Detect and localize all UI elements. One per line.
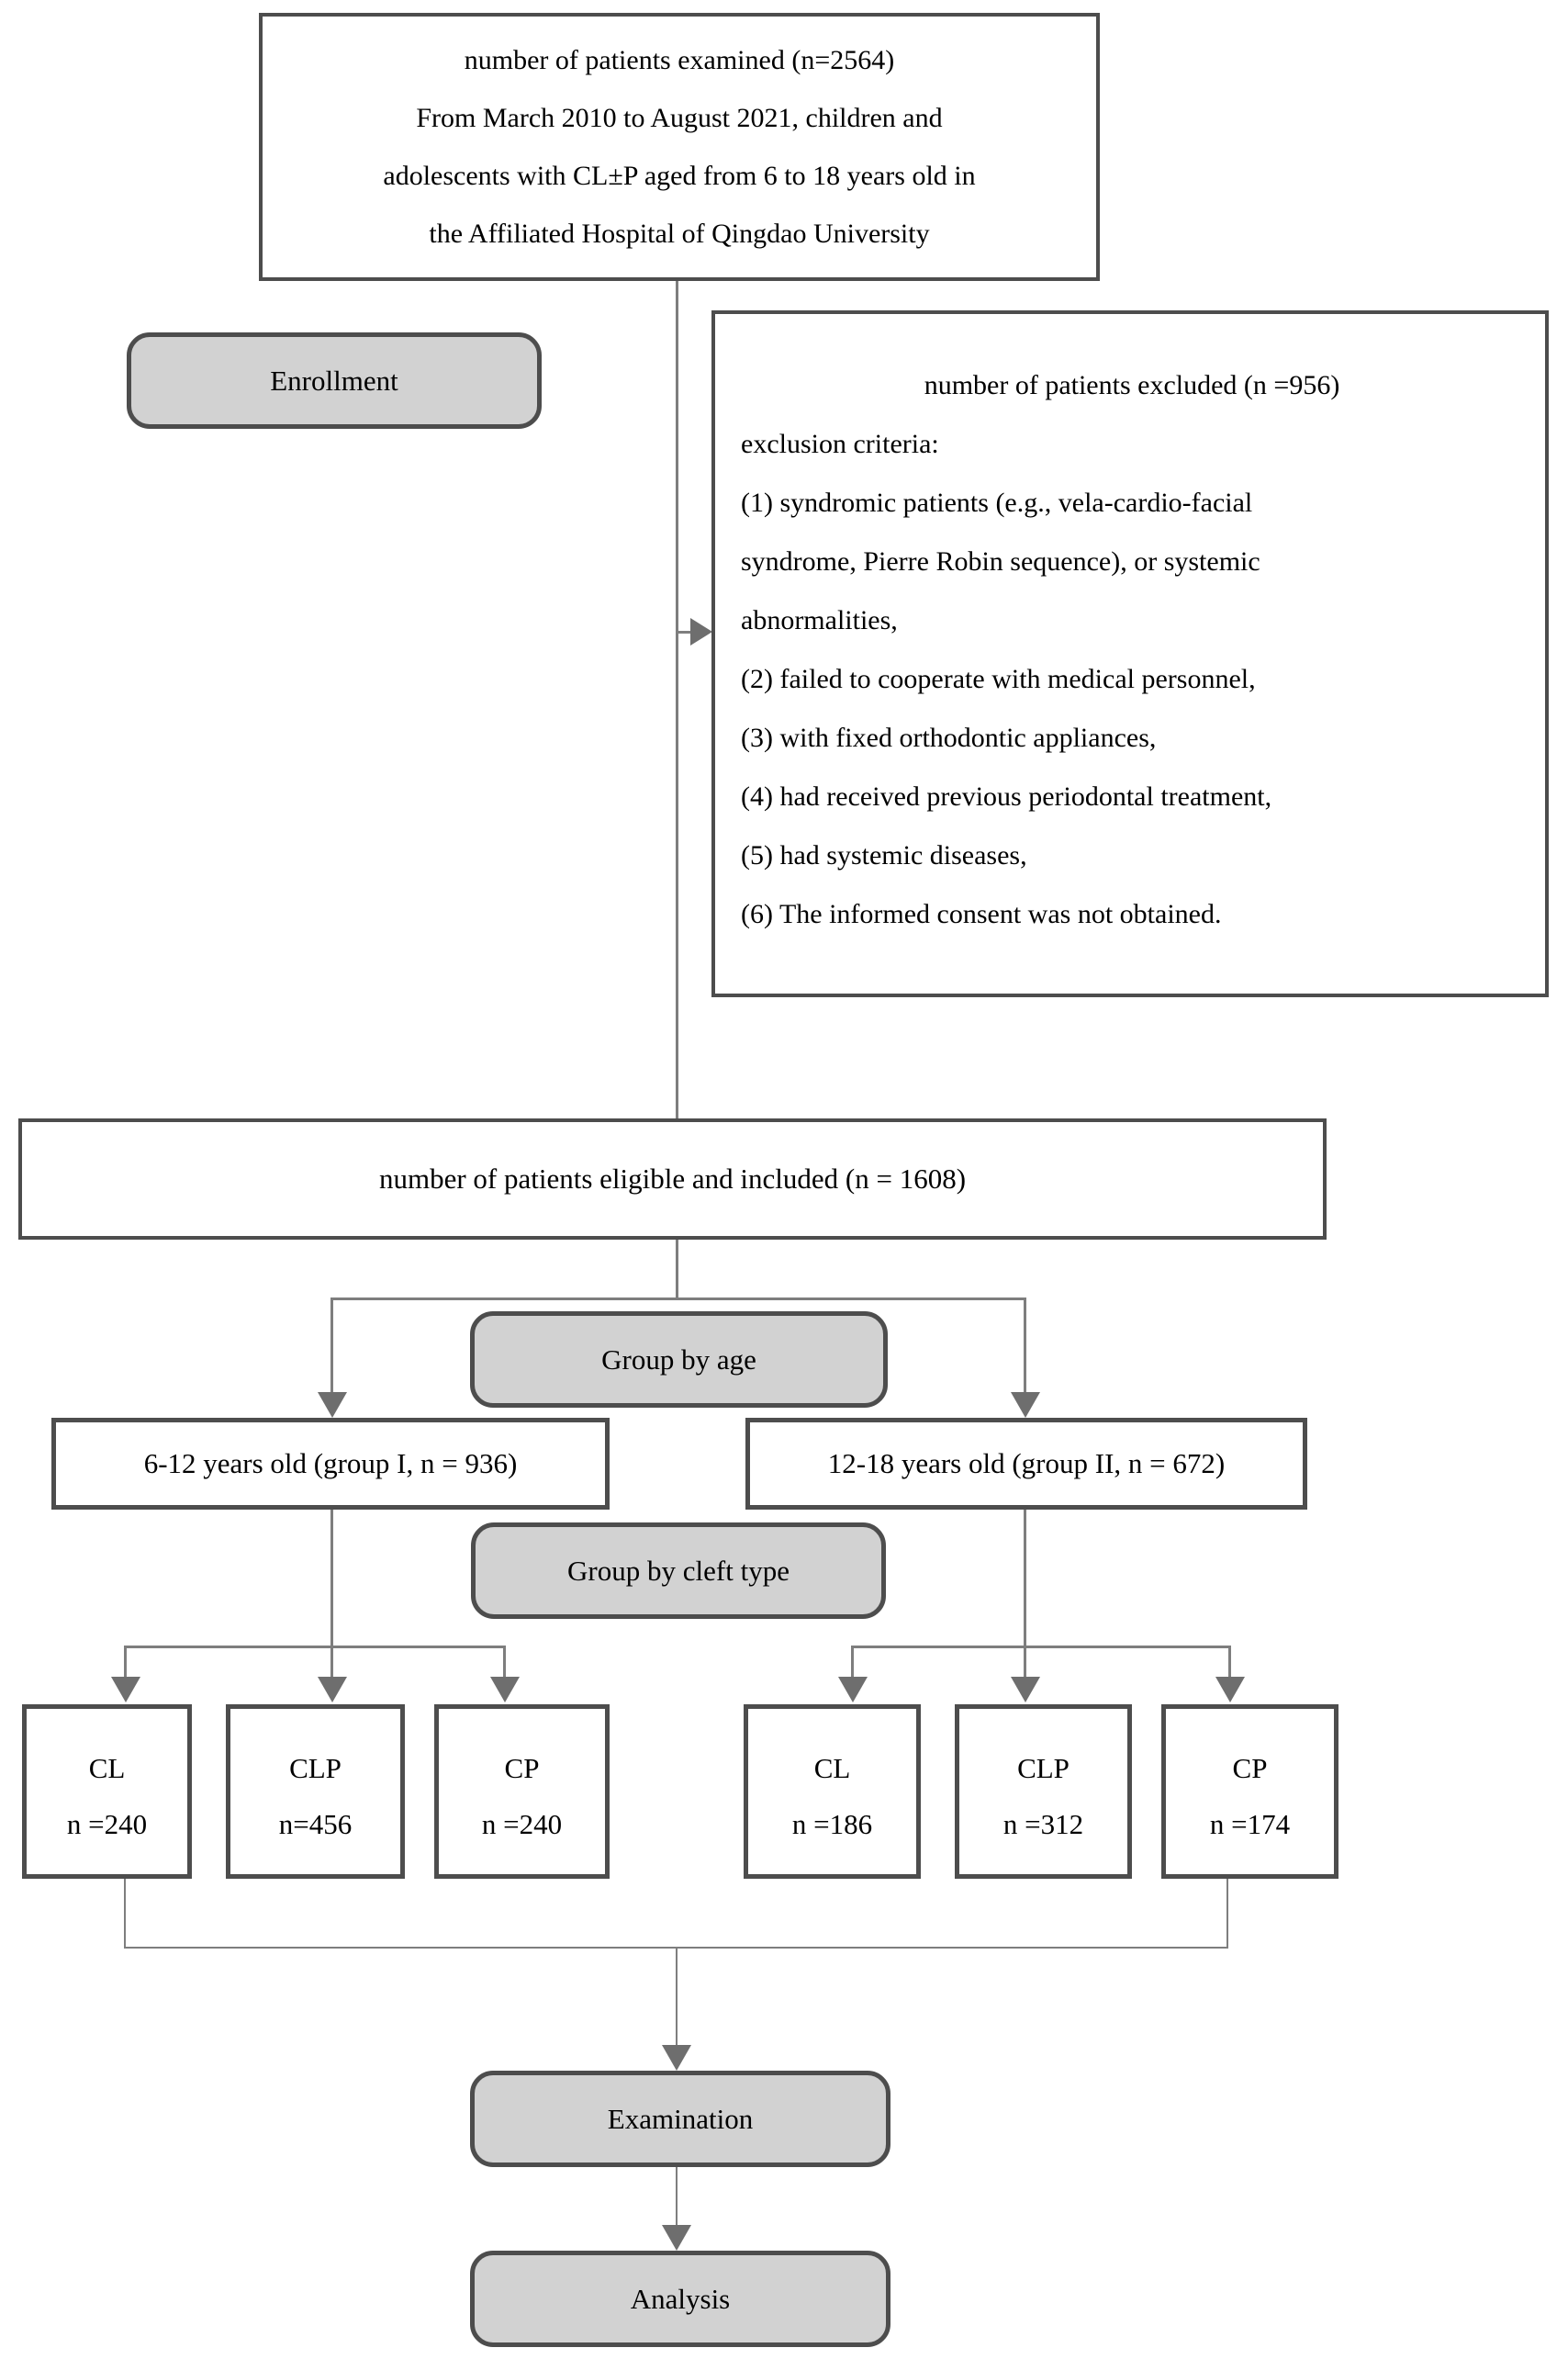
group2-cl-n: n =186 [791, 1808, 873, 1840]
group2-clp-type: CLP [1017, 1752, 1070, 1784]
connector-top-to-eligible [676, 281, 678, 1118]
eligible-box: number of patients eligible and included… [18, 1118, 1327, 1240]
cleft-left-drop-1 [124, 1646, 127, 1677]
group1-cl-type: CL [88, 1752, 126, 1784]
examination-to-analysis [676, 2167, 678, 2225]
group1-clp-box: CLP n=456 [226, 1704, 405, 1879]
excluded-box: number of patients excluded (n =956) exc… [711, 310, 1549, 997]
exclusion-item-5: (5) had systemic diseases, [741, 840, 1027, 871]
exclusion-item-4: (4) had received previous periodontal tr… [741, 781, 1272, 812]
group-by-age-box: Group by age [470, 1311, 888, 1408]
cleft-right-drop-3 [1228, 1646, 1231, 1677]
exclusion-item-6: (6) The informed consent was not obtaine… [741, 899, 1222, 929]
age-split-horizontal [330, 1297, 1026, 1300]
examination-label: Examination [607, 2102, 754, 2135]
age-split-left-drop [330, 1297, 333, 1392]
analysis-label: Analysis [630, 2282, 731, 2315]
cleft-split-left-horizontal [124, 1646, 506, 1648]
analysis-stage-box: Analysis [470, 2251, 890, 2347]
merge-right-vertical [1226, 1879, 1228, 1949]
exclusion-item-2: (2) failed to cooperate with medical per… [741, 664, 1256, 694]
group2-box: 12-18 years old (group II, n = 672) [745, 1418, 1307, 1510]
arrowhead-group2-icon [1011, 1392, 1040, 1418]
connector-eligible-to-age-split [676, 1240, 678, 1297]
group2-clp-box: CLP n =312 [955, 1704, 1132, 1879]
exclusion-criteria-heading: exclusion criteria: [741, 429, 939, 459]
arrowhead-l-cp-icon [490, 1677, 520, 1702]
group1-box: 6-12 years old (group I, n = 936) [51, 1418, 610, 1510]
arrowhead-l-clp-icon [318, 1677, 347, 1702]
exclusion-item-1: (1) syndromic patients (e.g., vela-cardi… [741, 488, 1260, 635]
merge-horizontal [124, 1947, 1228, 1949]
arrowhead-r-clp-icon [1011, 1677, 1040, 1702]
group1-clp-type: CLP [289, 1752, 342, 1784]
group1-cp-type: CP [504, 1752, 540, 1784]
arrowhead-group1-icon [318, 1392, 347, 1418]
group-by-cleft-type-label: Group by cleft type [567, 1554, 790, 1587]
group2-clp-n: n =312 [1002, 1808, 1084, 1840]
connector-excluded-shaft [678, 631, 691, 634]
examined-line-4: the Affiliated Hospital of Qingdao Unive… [429, 219, 930, 249]
arrowhead-analysis-icon [662, 2225, 691, 2251]
enrollment-stage-box: Enrollment [127, 332, 542, 429]
group1-cl-n: n =240 [66, 1808, 148, 1840]
group2-cp-type: CP [1232, 1752, 1268, 1784]
excluded-title: number of patients excluded (n =956) [924, 370, 1340, 400]
cleft-left-drop-3 [503, 1646, 506, 1677]
group1-to-cleft-drop [330, 1510, 333, 1677]
group1-cp-box: CP n =240 [434, 1704, 610, 1879]
arrowhead-into-excluded-icon [690, 618, 712, 646]
group-by-age-label: Group by age [601, 1342, 756, 1376]
examined-line-3: adolescents with CL±P aged from 6 to 18 … [383, 161, 976, 191]
merge-left-vertical [124, 1879, 126, 1949]
age-split-right-drop [1024, 1297, 1026, 1392]
exclusion-item-3: (3) with fixed orthodontic appliances, [741, 723, 1157, 753]
enrollment-label: Enrollment [270, 364, 398, 397]
arrowhead-l-cl-icon [111, 1677, 140, 1702]
examined-line-2: From March 2010 to August 2021, children… [416, 103, 943, 133]
group2-cl-type: CL [813, 1752, 851, 1784]
examination-stage-box: Examination [470, 2071, 890, 2167]
examined-line-1: number of patients examined (n=2564) [464, 45, 895, 75]
cleft-split-right-horizontal [851, 1646, 1231, 1648]
group2-label: 12-18 years old (group II, n = 672) [827, 1447, 1226, 1479]
arrowhead-examination-icon [662, 2045, 691, 2071]
cleft-right-drop-1 [851, 1646, 854, 1677]
group1-cl-box: CL n =240 [22, 1704, 192, 1879]
merge-to-examination [676, 1949, 678, 2045]
group-by-cleft-type-box: Group by cleft type [471, 1522, 886, 1619]
arrowhead-r-cl-icon [838, 1677, 868, 1702]
group1-clp-n: n=456 [278, 1808, 353, 1840]
group2-to-cleft-drop [1024, 1510, 1026, 1677]
examined-box: number of patients examined (n=2564) Fro… [259, 13, 1100, 281]
group1-cp-n: n =240 [481, 1808, 563, 1840]
group2-cp-n: n =174 [1209, 1808, 1291, 1840]
arrowhead-r-cp-icon [1215, 1677, 1245, 1702]
group1-label: 6-12 years old (group I, n = 936) [143, 1447, 518, 1479]
group2-cl-box: CL n =186 [744, 1704, 921, 1879]
eligible-label: number of patients eligible and included… [378, 1163, 967, 1195]
group2-cp-box: CP n =174 [1161, 1704, 1338, 1879]
